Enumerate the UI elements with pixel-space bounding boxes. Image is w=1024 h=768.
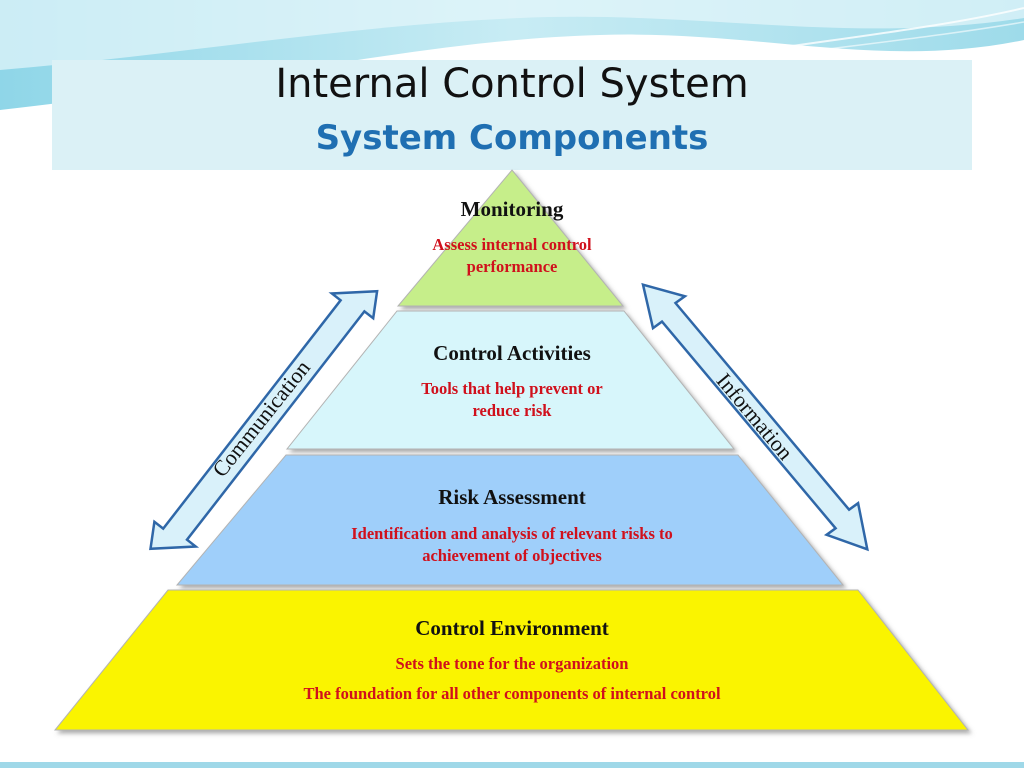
left-double-arrow xyxy=(149,289,379,551)
top-wave-light xyxy=(0,0,1024,70)
pyramid-level-monitoring xyxy=(396,169,625,307)
risk-assessment-heading: Risk Assessment xyxy=(438,485,586,509)
wave-streak xyxy=(699,7,1024,61)
page-title: Internal Control System xyxy=(275,61,749,107)
pyramid-level-control-activities xyxy=(285,310,736,450)
monitoring-heading: Monitoring xyxy=(460,197,564,221)
risk-assessment-description-line-2: achievement of objectives xyxy=(422,546,602,565)
information-label: Information xyxy=(712,368,799,465)
pyramid-level-risk-assessment xyxy=(175,454,845,586)
right-double-arrow xyxy=(641,282,869,552)
control-activities-description-line-1: Tools that help prevent or xyxy=(421,379,603,398)
title-box: Internal Control System System Component… xyxy=(52,60,972,170)
control-environment-description-line-2: The foundation for all other components … xyxy=(303,684,721,703)
page-subtitle: System Components xyxy=(315,118,709,158)
monitoring-description-line-1: Assess internal control xyxy=(432,235,592,254)
pyramid-level-control-environment xyxy=(53,589,970,731)
control-environment-description-line-1: Sets the tone for the organization xyxy=(395,654,629,673)
control-environment-heading: Control Environment xyxy=(415,616,609,640)
control-activities-description-line-2: reduce risk xyxy=(472,401,552,420)
bottom-line xyxy=(0,762,1024,768)
control-activities-heading: Control Activities xyxy=(433,341,591,365)
monitoring-description-line-2: performance xyxy=(466,257,558,276)
risk-assessment-description-line-1: Identification and analysis of relevant … xyxy=(351,524,673,543)
